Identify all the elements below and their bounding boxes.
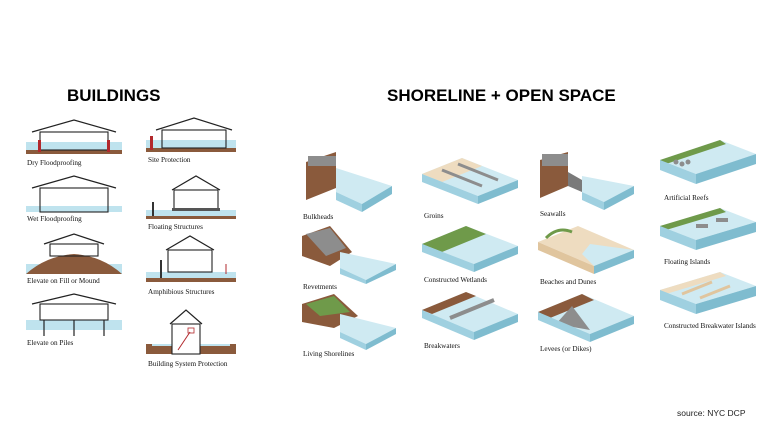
site-protection-figure (146, 117, 236, 152)
bulkheads-figure (306, 152, 392, 212)
dry-floodproofing-figure (26, 119, 122, 154)
floating-islands-caption: Floating Islands (664, 258, 711, 266)
shoreline-heading: SHORELINE + OPEN SPACE (387, 86, 616, 105)
living-shorelines-caption: Living Shorelines (303, 350, 355, 358)
site-protection-caption: Site Protection (148, 156, 191, 164)
constructed-breakwater-islands-figure (660, 272, 756, 314)
buildings-heading: BUILDINGS (67, 86, 161, 105)
dry-floodproofing-caption: Dry Floodproofing (27, 159, 82, 167)
levees-figure (538, 294, 634, 342)
building-system-protection-figure (146, 309, 236, 355)
wet-floodproofing-figure (26, 175, 122, 213)
breakwaters-caption: Breakwaters (424, 342, 460, 350)
source-note: source: NYC DCP (677, 408, 746, 418)
artificial-reefs-figure (660, 140, 756, 184)
wet-floodproofing-caption: Wet Floodproofing (27, 215, 82, 223)
constructed-breakwater-islands-caption: Constructed Breakwater Islands (664, 322, 756, 330)
elevate-on-piles-figure (26, 293, 122, 336)
seawalls-figure (540, 152, 634, 210)
revetments-caption: Revetments (303, 283, 337, 291)
building-system-protection-caption: Building System Protection (148, 360, 228, 368)
bulkheads-caption: Bulkheads (303, 213, 334, 221)
floating-structures-caption: Floating Structures (148, 223, 203, 231)
elevate-on-fill-figure (26, 233, 122, 274)
amphibious-structures-caption: Amphibious Structures (148, 288, 215, 296)
elevate-on-fill-caption: Elevate on Fill or Mound (27, 277, 100, 285)
constructed-wetlands-figure (422, 226, 518, 272)
amphibious-structures-figure (146, 235, 236, 282)
floating-islands-figure (660, 208, 756, 250)
beaches-and-dunes-figure (538, 226, 634, 274)
artificial-reefs-caption: Artificial Reefs (664, 194, 709, 202)
revetments-figure (302, 226, 396, 284)
levees-caption: Levees (or Dikes) (540, 345, 592, 353)
groins-figure (422, 158, 518, 204)
floating-structures-figure (146, 175, 236, 219)
seawalls-caption: Seawalls (540, 210, 566, 218)
elevate-on-piles-caption: Elevate on Piles (27, 339, 74, 347)
living-shorelines-figure (302, 294, 396, 350)
groins-caption: Groins (424, 212, 444, 220)
beaches-and-dunes-caption: Beaches and Dunes (540, 278, 597, 286)
breakwaters-figure (422, 292, 518, 340)
constructed-wetlands-caption: Constructed Wetlands (424, 276, 487, 284)
